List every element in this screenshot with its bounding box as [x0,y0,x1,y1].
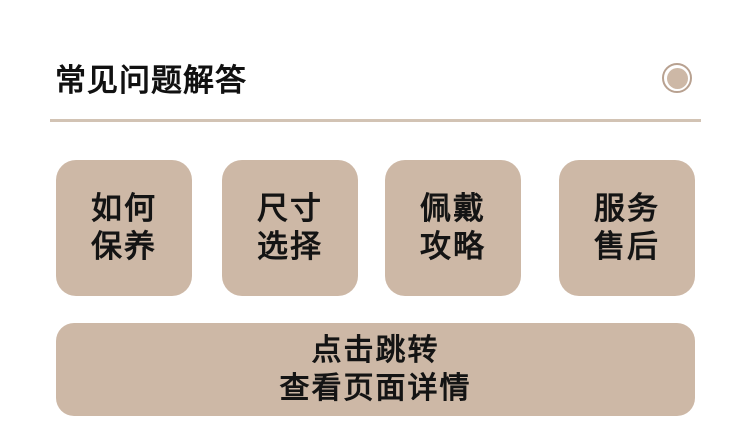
view-details-label-line2: 查看页面详情 [279,370,472,406]
faq-tile-label-line2: 选择 [257,229,323,265]
faq-tile-size-selection[interactable]: 尺寸 选择 [222,160,358,296]
circle-icon[interactable] [662,63,692,93]
view-details-button[interactable]: 点击跳转 查看页面详情 [56,323,695,416]
faq-tile-label-line2: 售后 [594,229,660,265]
header-divider [50,119,701,122]
faq-tile-label-line1: 如何 [91,191,157,227]
faq-tile-label-line1: 尺寸 [257,191,323,227]
faq-tile-wearing-guide[interactable]: 佩戴 攻略 [385,160,521,296]
faq-tile-maintenance[interactable]: 如何 保养 [56,160,192,296]
faq-tile-label-line2: 保养 [91,229,157,265]
faq-tile-after-sales[interactable]: 服务 售后 [559,160,695,296]
page-title: 常见问题解答 [55,63,247,99]
view-details-label-line1: 点击跳转 [311,332,440,368]
faq-tile-label-line2: 攻略 [420,229,486,265]
faq-tile-label-line1: 佩戴 [420,191,486,227]
circle-icon-fill [666,67,688,89]
faq-tile-label-line1: 服务 [594,191,660,227]
